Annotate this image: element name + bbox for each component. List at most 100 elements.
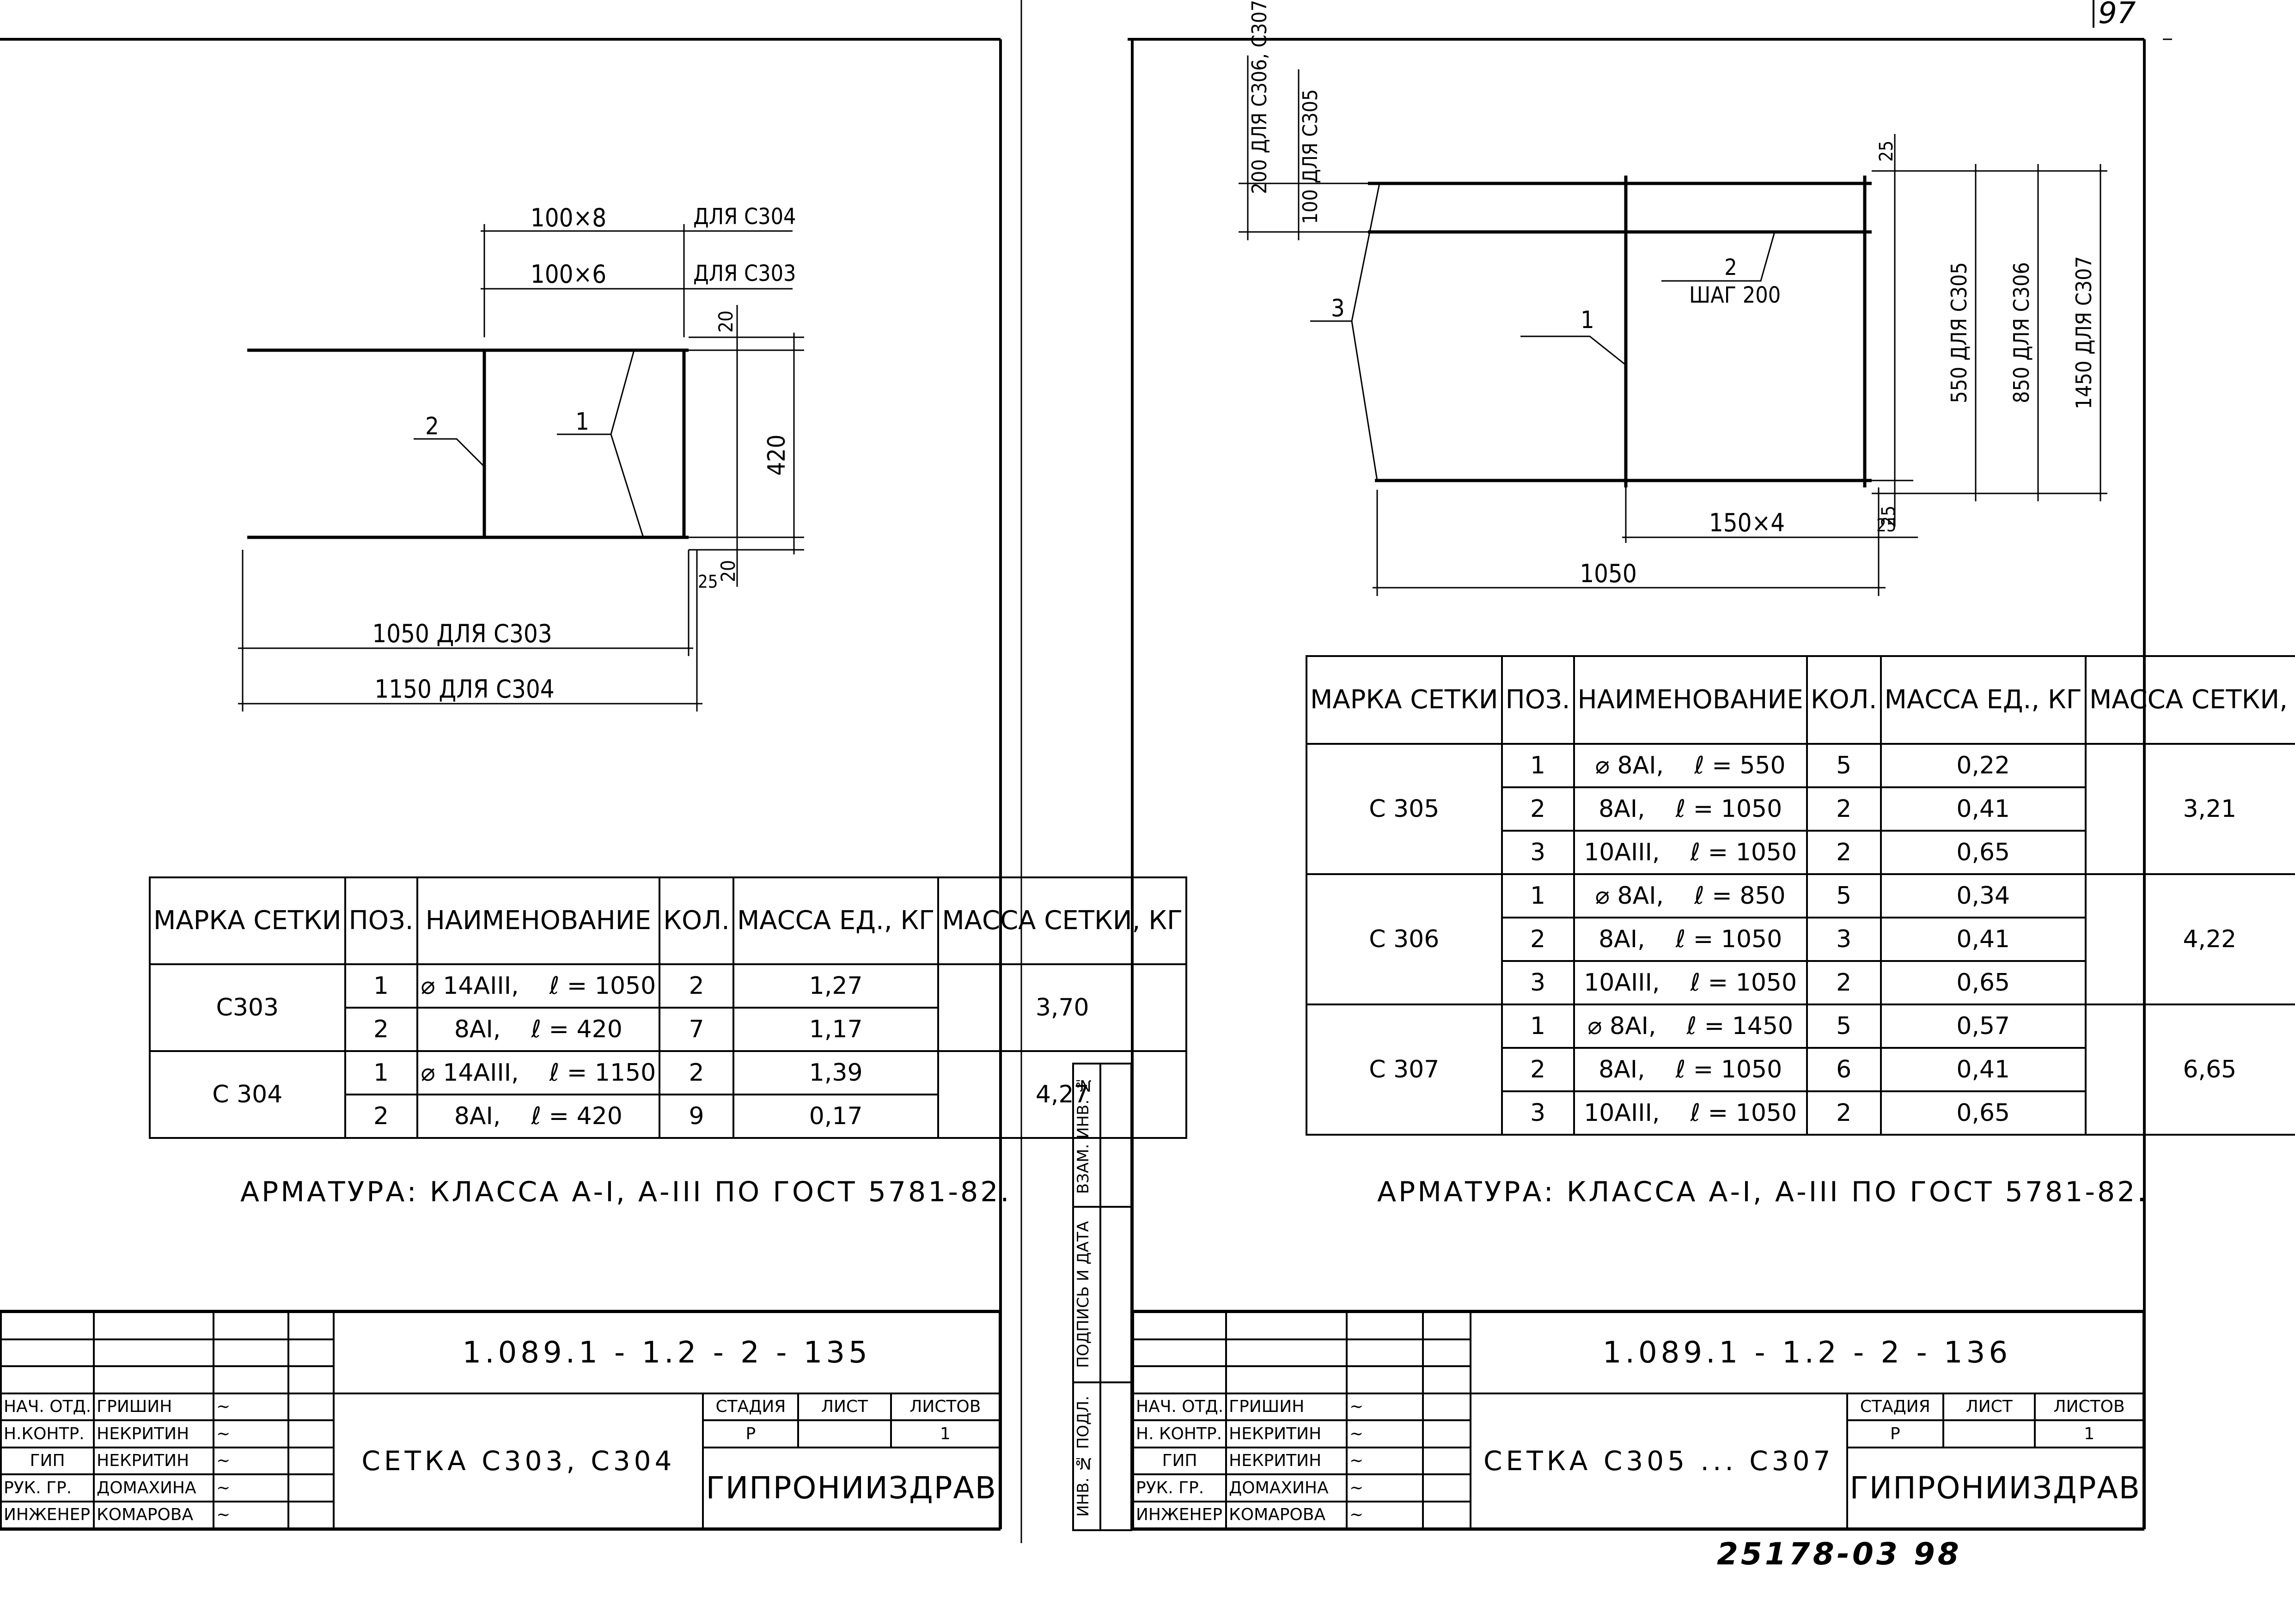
role-engineer: ИНЖЕНЕР [1132,1500,1227,1529]
pos-cell: 1 [1501,873,1575,918]
signature-icon: ~ [1345,1500,1424,1529]
pos-cell: 2 [1501,917,1575,962]
org-name: ГИПРОНИИЗДРАВ [1846,1446,2144,1529]
dim-top2: 100×6 [531,260,606,289]
name-cell: 8АI, ℓ = 1050 [1573,786,1808,832]
dim-100: 100 ДЛЯ С305 [1299,89,1322,224]
role-head: НАЧ. ОТД. [0,1392,95,1421]
name-engineer: КОМАРОВА [1225,1500,1348,1529]
org-name: ГИПРОНИИЗДРАВ [702,1446,1001,1529]
mass-cell: 0,65 [1880,830,2087,875]
mark-cell: С 304 [149,1050,346,1139]
name-cell: 8АI, ℓ = 1050 [1573,917,1808,962]
sheet-label: ЛИСТ [797,1392,892,1421]
th-mass-total: МАССА СЕТКИ, КГ [937,876,1188,965]
mark-cell: С 305 [1306,743,1503,875]
qty-cell: 5 [1806,743,1882,788]
role-group: РУК. ГР. [1132,1473,1227,1502]
mass-cell: 0,34 [1880,873,2087,918]
name-cell: 10АIII, ℓ = 1050 [1573,960,1808,1005]
th-mass-unit: МАССА ЕД., КГ [732,876,940,965]
table-row: 2 8АI, ℓ = 1050 3 0,41 [1306,917,2295,962]
dim-25: 25 [698,572,718,592]
sheets-label: ЛИСТОВ [2034,1392,2144,1421]
dim-850: 850 ДЛЯ С306 [2009,262,2034,403]
name-control: НЕКРИТИН [93,1419,215,1448]
page-number: 97 [2098,0,2136,30]
mass-cell: 0,65 [1880,960,2087,1005]
label-pos3: 3 [1331,295,1345,322]
qty-cell: 9 [659,1094,734,1139]
mark-cell: С 306 [1306,873,1503,1005]
signature-icon: ~ [1345,1473,1424,1502]
dim-20b: 20 [717,560,739,582]
name-group: ДОМАХИНА [93,1473,215,1502]
mark-cell: С 307 [1306,1004,1503,1136]
signature-icon: ~ [213,1419,289,1448]
qty-cell: 2 [1806,830,1882,875]
left-note: АРМАТУРА: КЛАССА А-I, А-III ПО ГОСТ 5781… [240,1176,1012,1208]
dim-top1: 100×8 [531,203,606,232]
name-cell: ⌀ 8АI, ℓ = 850 [1573,873,1808,918]
qty-cell: 2 [1806,1090,1882,1136]
table-row: С 305 1 ⌀ 8АI, ℓ = 550 5 0,22 3,21 [1306,743,2295,875]
table-row: С303 1 ⌀ 14АIII, ℓ = 1050 2 1,27 3,70 [149,963,1188,1052]
sheets-label: ЛИСТОВ [890,1392,1001,1421]
dim-1050: 1050 [1580,559,1637,588]
name-head: ГРИШИН [1225,1392,1348,1421]
archive-number: 25178-03 98 [1717,1536,1962,1572]
dim-200: 200 ДЛЯ С306, С307 [1248,0,1271,194]
name-cell: 8АI, ℓ = 1050 [1573,1047,1808,1092]
mass-cell: 0,17 [732,1094,940,1139]
dim-25c: 25 [1878,505,1899,527]
sidebar-inv-orig: ИНВ. № ПОДЛ. [1074,1395,1093,1517]
doc-title: СЕТКА С303, С304 [333,1392,704,1529]
label-pos1: 1 [575,408,589,436]
sheet-right: 200 ДЛЯ С306, С307 100 ДЛЯ С305 25 2 ШАГ… [1072,0,2295,1624]
right-title-block: 1.089.1 - 1.2 - 2 - 136 НАЧ. ОТД. ГРИШИН… [1132,1311,2144,1529]
signature-icon: ~ [213,1500,289,1529]
mass-cell: 1,39 [732,1050,940,1095]
name-cell: ⌀ 8АI, ℓ = 550 [1573,743,1808,788]
th-pos: ПОЗ. [344,876,418,965]
name-cell: ⌀ 14АIII, ℓ = 1050 [416,963,661,1009]
dim-bottom2: 1150 ДЛЯ С304 [374,675,554,704]
mass-cell: 1,27 [732,963,940,1009]
role-group: РУК. ГР. [0,1473,95,1502]
table-row: 3 10АIII, ℓ = 1050 2 0,65 [1306,960,2295,1005]
name-cell: 8АI, ℓ = 420 [416,1094,661,1139]
dim-25b: 25 [1876,515,1897,535]
dim-25a: 25 [1876,140,1897,162]
table-row: 2 8АI, ℓ = 1050 2 0,41 [1306,786,2295,832]
mass-cell: 0,41 [1880,786,2087,832]
pos-cell: 1 [1501,1004,1575,1049]
role-chief: ГИП [1132,1446,1227,1475]
signature-icon: ~ [213,1392,289,1421]
name-head: ГРИШИН [93,1392,215,1421]
stage-label: СТАДИЯ [702,1392,800,1421]
pos-cell: 2 [1501,786,1575,832]
sidebar-sign-date: ПОДПИСЬ И ДАТА [1074,1221,1093,1368]
total-cell: 3,70 [937,963,1188,1052]
doc-code: 1.089.1 - 1.2 - 2 - 135 [333,1311,1001,1394]
name-cell: ⌀ 14АIII, ℓ = 1150 [416,1050,661,1095]
signature-icon: ~ [1345,1446,1424,1475]
left-spec-table: МАРКА СЕТКИ ПОЗ. НАИМЕНОВАНИЕ КОЛ. МАССА… [149,876,1188,1139]
total-cell: 4,22 [2084,873,2295,1005]
mass-cell: 0,65 [1880,1090,2087,1136]
name-control: НЕКРИТИН [1225,1419,1348,1448]
dim-top2-for: ДЛЯ С303 [693,261,796,286]
pos-cell: 1 [344,963,418,1009]
right-mesh-drawing: 200 ДЛЯ С306, С307 100 ДЛЯ С305 25 2 ШАГ… [1128,0,2172,1531]
th-mass-unit: МАССА ЕД., КГ [1880,655,2087,745]
stage-label: СТАДИЯ [1846,1392,1945,1421]
pos-cell: 2 [344,1094,418,1139]
total-cell: 3,21 [2084,743,2295,875]
mass-cell: 0,41 [1880,1047,2087,1092]
name-cell: 10АIII, ℓ = 1050 [1573,1090,1808,1136]
label-pos2: 2 [425,413,439,440]
mark-cell: С303 [149,963,346,1052]
qty-cell: 2 [1806,960,1882,1005]
sheet-left: 100×8 ДЛЯ С304 100×6 ДЛЯ С303 20 420 20 … [0,0,1188,1624]
signature-icon: ~ [1345,1419,1424,1448]
